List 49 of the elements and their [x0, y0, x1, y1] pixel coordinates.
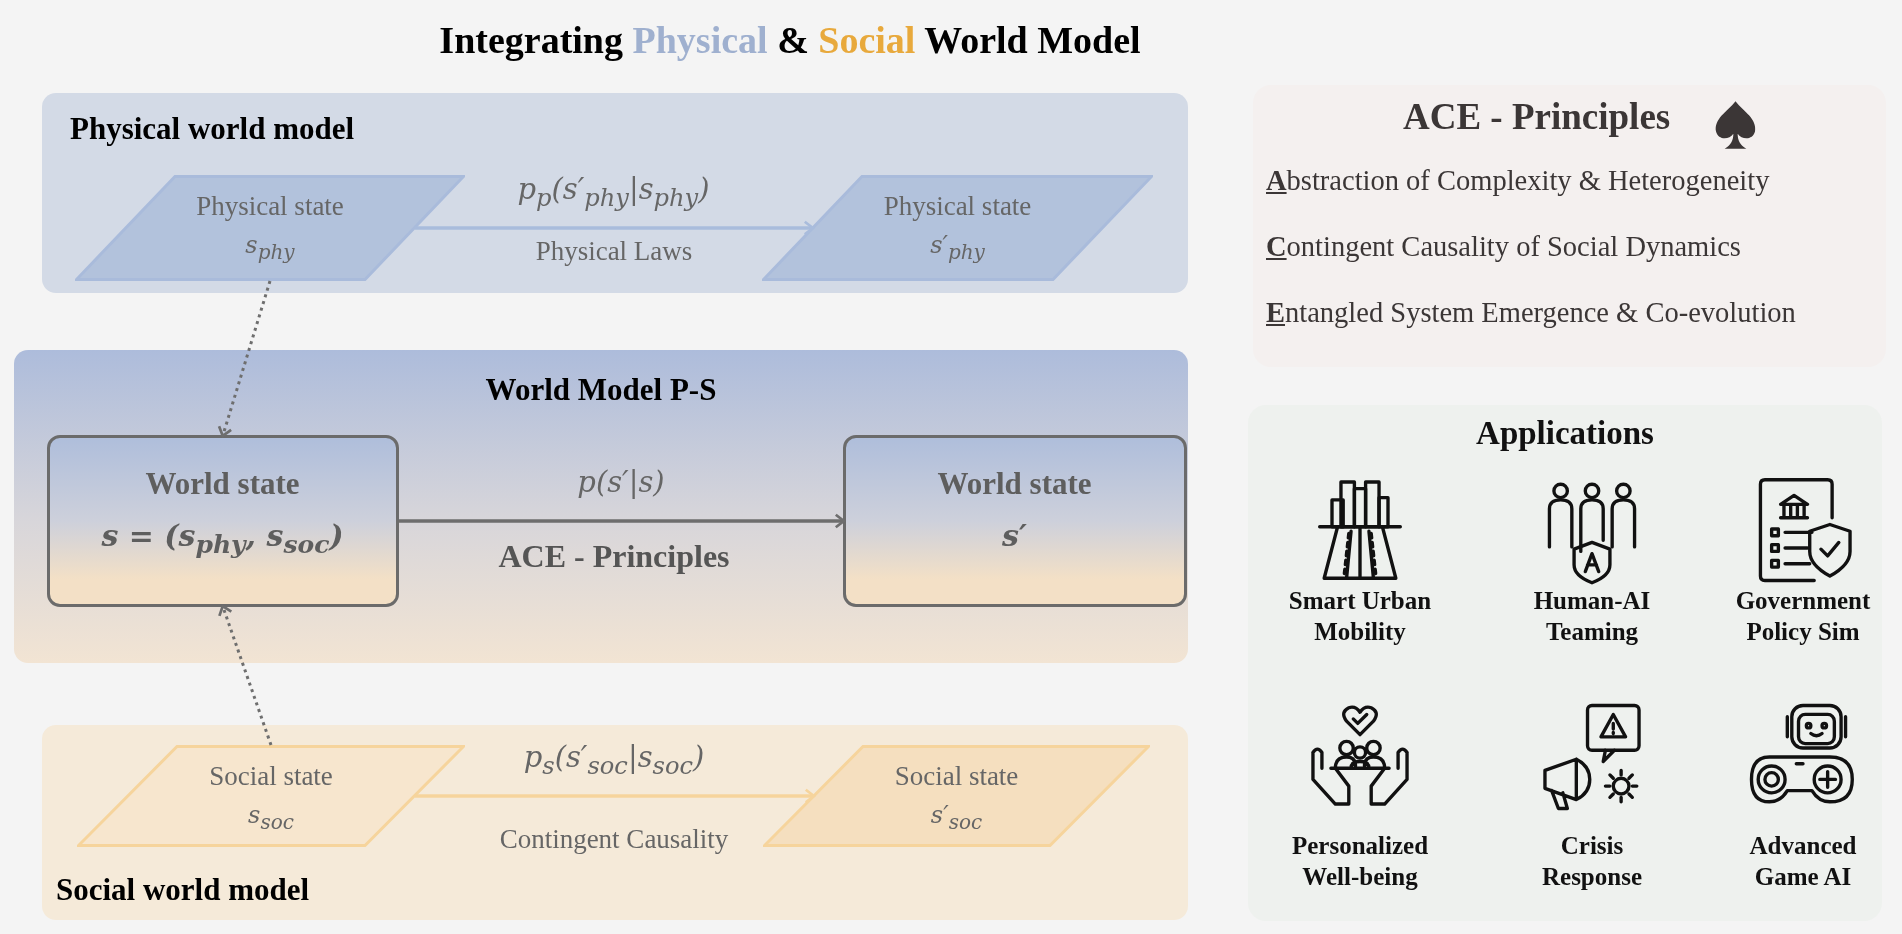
principle-text: Entangled System Emergence & Co-evolution	[1266, 297, 1796, 329]
panel-heading: Social world model	[56, 872, 310, 908]
state-symbol: s$_{phy}$	[244, 231, 296, 264]
application-label: Personalized Well-being	[1290, 831, 1430, 893]
state-box	[47, 435, 399, 607]
panel-heading: ACE - Principles	[1403, 95, 1671, 138]
arrow	[415, 220, 815, 236]
edge-caption: Contingent Causality	[498, 824, 730, 855]
panel-heading: Physical world model	[70, 111, 355, 147]
application-label: Crisis Response	[1541, 831, 1643, 893]
social-model-panel	[42, 725, 1188, 920]
arrow	[399, 513, 846, 529]
panel-heading: World Model P-S	[484, 372, 718, 408]
application-label: Government Policy Sim	[1734, 586, 1872, 648]
edge-label: p$_{s}$(s′$_{soc}$|s$_{soc}$)	[522, 740, 706, 780]
state-label: World state	[144, 466, 301, 502]
state-symbol: s$_{soc}$	[247, 801, 295, 834]
physical-model-panel	[42, 93, 1188, 293]
edge-caption: ACE - Principles	[497, 538, 731, 575]
state-symbol: s′$_{phy}$	[929, 231, 986, 264]
principle-text: Abstraction of Complexity & Heterogeneity	[1266, 165, 1770, 197]
applications-panel	[1248, 405, 1882, 921]
edge-caption: Physical Laws	[534, 236, 694, 267]
application-label: Advanced Game AI	[1748, 831, 1858, 893]
parallelogram-node	[763, 745, 1150, 847]
state-label: World state	[936, 466, 1093, 502]
panel-heading: Applications	[1475, 415, 1655, 452]
state-formula: s = (s$_{phy}$, s$_{soc}$)	[100, 518, 345, 559]
parallelogram-node	[77, 745, 465, 847]
principles-panel	[1253, 85, 1886, 367]
arrow	[415, 788, 816, 804]
diagram-title: Integrating Physical & Social World Model	[438, 18, 1142, 62]
state-box	[843, 435, 1187, 607]
state-label: Social state	[893, 761, 1020, 792]
dotted-arrow	[218, 604, 273, 746]
dotted-arrow	[217, 280, 272, 438]
state-symbol: s′$_{soc}$	[929, 801, 984, 834]
state-label: Physical state	[882, 191, 1033, 222]
application-label: Human-AI Teaming	[1532, 586, 1652, 648]
parallelogram-node	[75, 175, 465, 281]
state-label: Social state	[208, 761, 334, 792]
edge-label: p$_{p}$(s′$_{phy}$|s$_{phy}$)	[516, 172, 711, 212]
world-model-panel	[14, 350, 1188, 663]
state-label: Physical state	[195, 191, 345, 222]
principle-text: Contingent Causality of Social Dynamics	[1266, 231, 1741, 263]
state-formula: s′	[1001, 518, 1028, 553]
application-label: Smart Urban Mobility	[1287, 586, 1433, 648]
parallelogram-node	[762, 175, 1153, 281]
edge-label: p(s′|s)	[576, 465, 666, 499]
